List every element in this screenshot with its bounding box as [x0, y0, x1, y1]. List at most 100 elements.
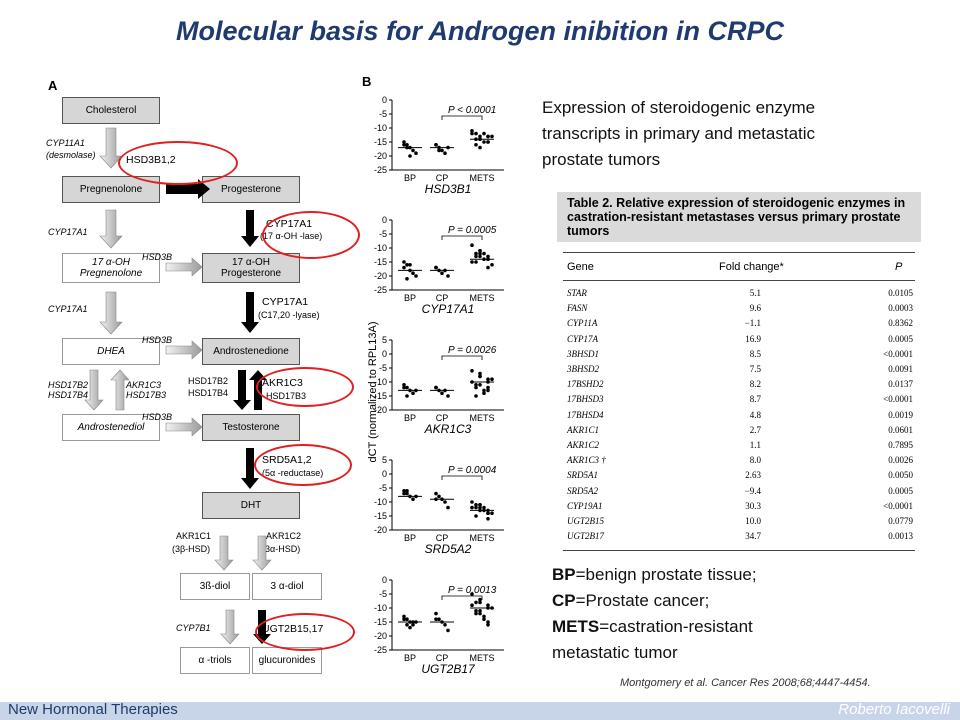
data-point	[446, 394, 450, 398]
cyp11a1-label: CYP11A1	[46, 138, 85, 148]
row-fold-change: 8.0	[749, 455, 761, 466]
data-point	[486, 254, 490, 259]
3b-diol-box: 3ß-diol	[180, 573, 250, 600]
description-line-3: prostate tumors	[542, 150, 661, 169]
row-gene: CYP19A1	[567, 500, 603, 511]
row-p-value: 0.0013	[888, 531, 913, 542]
y-tick-label: -5	[379, 229, 387, 239]
data-point	[486, 265, 490, 270]
gray-arrow-down-right	[252, 535, 272, 571]
row-gene: CYP11A	[567, 318, 598, 329]
y-tick-label: -25	[374, 165, 387, 175]
y-tick-label: -15	[374, 391, 387, 401]
y-tick-label: -5	[379, 589, 387, 599]
x-tick-label: BP	[404, 173, 416, 183]
footer-right-text: Roberto Iacovelli	[838, 701, 950, 718]
data-point	[411, 271, 415, 275]
abbreviation-legend: BP=benign prostate tissue; CP=Prostate c…	[552, 562, 932, 666]
data-point	[482, 617, 486, 621]
description-line-1: Expression of steroidogenic enzyme	[542, 98, 816, 117]
gray-arrow-right-3	[165, 340, 203, 360]
y-tick-label: -15	[374, 137, 387, 147]
data-point	[474, 611, 478, 616]
y-tick-label: -10	[374, 243, 387, 253]
data-point	[470, 129, 474, 133]
y-tick-label: 5	[382, 335, 387, 345]
gene-caption: AKR1C3	[424, 422, 472, 436]
data-point	[440, 271, 444, 275]
y-tick-label: -5	[379, 363, 387, 373]
data-point	[474, 505, 478, 510]
description-text: Expression of steroidogenic enzyme trans…	[542, 95, 902, 173]
data-point	[408, 625, 412, 630]
y-tick-label: 0	[382, 95, 387, 105]
legend-mets: METS=castration-resistant	[552, 614, 932, 640]
data-point	[408, 154, 412, 158]
legend-cp-key: CP	[552, 591, 576, 610]
data-point	[405, 617, 409, 621]
row-p-value: 0.0026	[888, 455, 913, 466]
data-point	[470, 243, 474, 247]
cyp17a1-left2-label: CYP17A1	[48, 304, 88, 314]
data-point	[434, 491, 438, 496]
y-tick-label: -15	[374, 617, 387, 627]
data-point	[486, 140, 490, 144]
row-gene: 17BHSD4	[567, 409, 604, 420]
y-tick-label: 0	[382, 215, 387, 225]
x-tick-label: METS	[469, 413, 494, 423]
data-point	[482, 131, 486, 136]
data-point	[434, 265, 438, 270]
y-tick-label: -20	[374, 151, 387, 161]
akr1c3-mid-label: AKR1C3	[126, 380, 162, 390]
data-point	[482, 140, 486, 144]
significance-bracket	[441, 595, 483, 600]
data-point	[478, 505, 482, 510]
y-tick-label: -20	[374, 405, 387, 415]
significance-bracket	[441, 235, 483, 240]
row-fold-change: 9.6	[749, 303, 761, 314]
data-point	[440, 148, 444, 153]
x-tick-label: METS	[469, 173, 494, 183]
hsd3b-label-3: HSD3B	[142, 412, 173, 422]
hsd3b-label-2: HSD3B	[142, 335, 173, 345]
oh-progesterone-line2: Progesterone	[220, 268, 282, 279]
hsd17b3-mid-label: HSD17B3	[126, 390, 167, 400]
x-tick-label: CP	[436, 413, 449, 423]
data-point	[434, 385, 438, 390]
row-fold-change: 5.1	[749, 288, 761, 298]
row-gene: 3BHSD2	[567, 364, 599, 374]
akr1c1-label: AKR1C1	[176, 531, 212, 541]
data-point	[402, 385, 406, 390]
significance-bracket	[441, 115, 483, 120]
data-point	[478, 251, 482, 256]
data-point	[478, 503, 482, 507]
3b-hsd-label: (3β-HSD)	[172, 544, 211, 554]
data-point	[474, 503, 478, 507]
p-value-label: P = 0.0026	[448, 345, 497, 356]
legend-bp: BP=benign prostate tissue;	[552, 562, 932, 588]
gray-arrow-down-4	[84, 369, 104, 411]
3a-diol-box: 3 α-diol	[252, 573, 322, 600]
row-gene: FASN	[567, 303, 588, 314]
legend-mets-key: METS	[552, 617, 600, 636]
gene-caption: UGT2B17	[421, 662, 476, 676]
gray-arrow-up-4	[110, 369, 130, 411]
data-point	[402, 614, 406, 619]
table-caption-line-1: Table 2. Relative expression of steroido…	[567, 196, 906, 210]
data-point	[478, 134, 482, 139]
data-point	[478, 609, 482, 613]
y-tick-label: -10	[374, 123, 387, 133]
y-tick-label: -5	[379, 483, 387, 493]
data-point	[486, 623, 490, 627]
oh-pregnenolone-line2: Pregnenolone	[79, 268, 143, 279]
hsd17b2-right-label: HSD17B2	[188, 376, 229, 386]
row-p-value: 0.8362	[888, 318, 913, 329]
data-point	[474, 600, 478, 605]
table-caption-line-3: tumors	[567, 224, 610, 238]
data-point	[405, 394, 409, 398]
data-point	[443, 151, 447, 155]
data-point	[402, 265, 406, 270]
cyp17a1-right2-label: CYP17A1	[262, 296, 309, 308]
